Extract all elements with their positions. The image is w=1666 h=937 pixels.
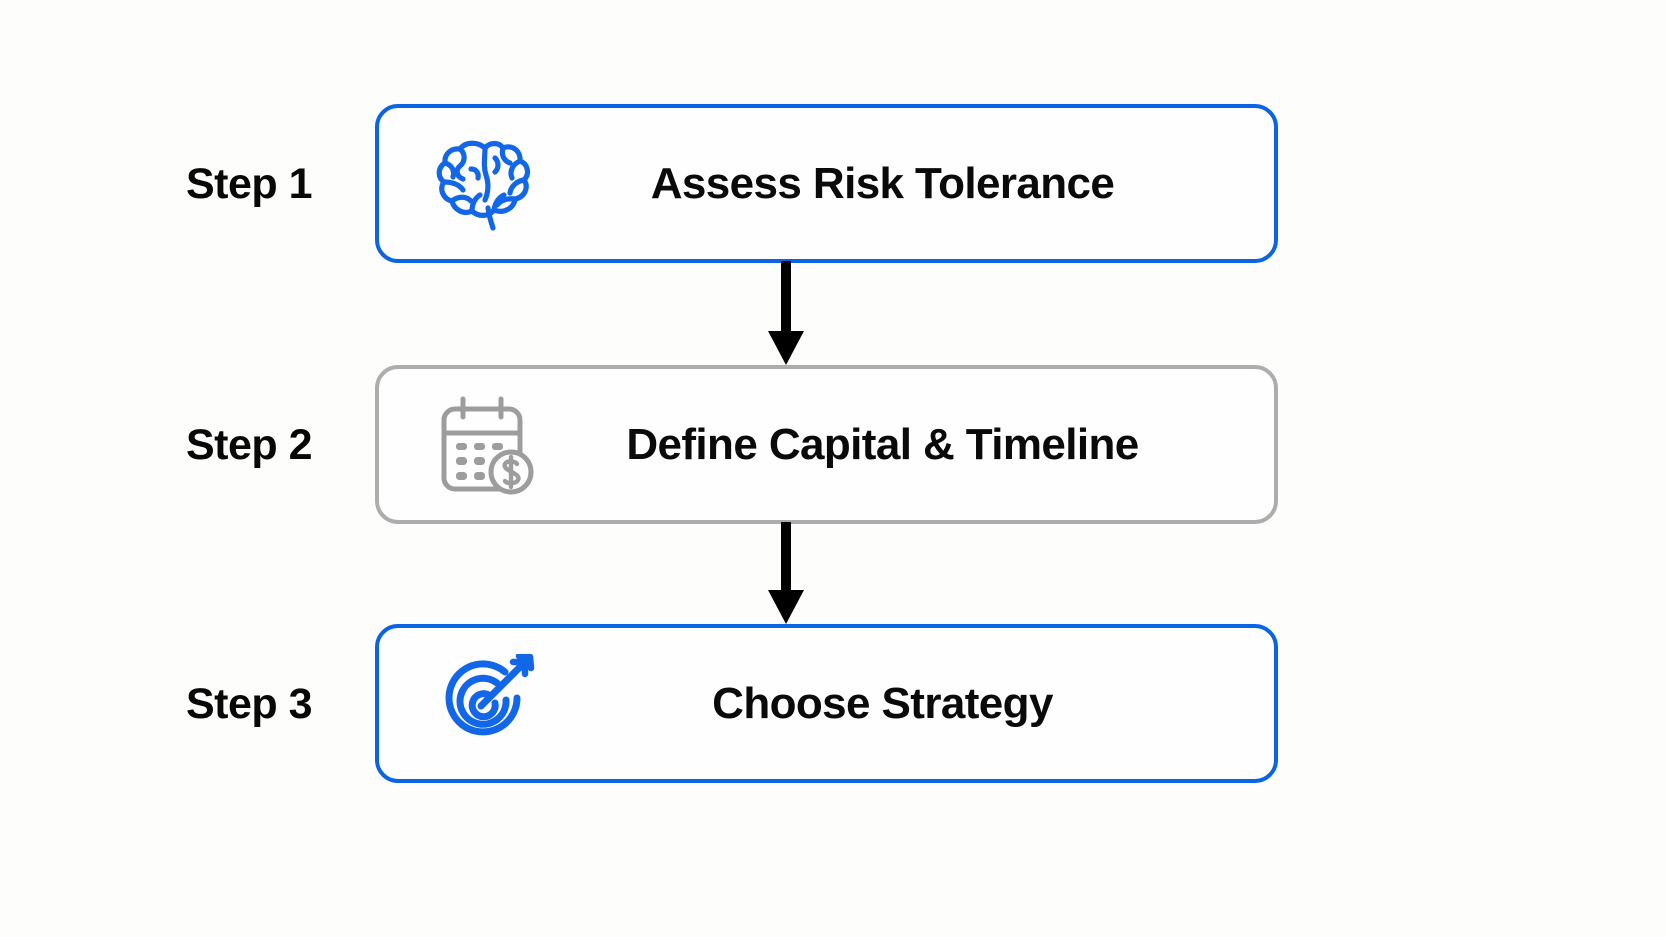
step-row-2: Step 2 xyxy=(0,365,1666,525)
arrow-down-icon-1 xyxy=(762,261,810,367)
step-box-2[interactable]: Define Capital & Timeline xyxy=(375,365,1278,524)
calendar-dollar-icon xyxy=(429,393,541,497)
step-label-1: Step 1 xyxy=(186,159,313,208)
step-box-3[interactable]: Choose Strategy xyxy=(375,624,1278,783)
target-arrow-icon xyxy=(429,652,541,756)
step-title-3: Choose Strategy xyxy=(712,678,1053,728)
step-title-2: Define Capital & Timeline xyxy=(626,419,1139,469)
step-box-1[interactable]: Assess Risk Tolerance xyxy=(375,104,1278,263)
step-row-1: Step 1 xyxy=(0,104,1666,264)
step-label-2: Step 2 xyxy=(186,420,313,469)
arrow-down-icon-2 xyxy=(762,522,810,626)
step-label-3: Step 3 xyxy=(186,679,313,728)
brain-icon xyxy=(429,132,541,236)
step-row-3: Step 3 Choose Strategy xyxy=(0,624,1666,784)
step-title-1: Assess Risk Tolerance xyxy=(650,158,1115,208)
